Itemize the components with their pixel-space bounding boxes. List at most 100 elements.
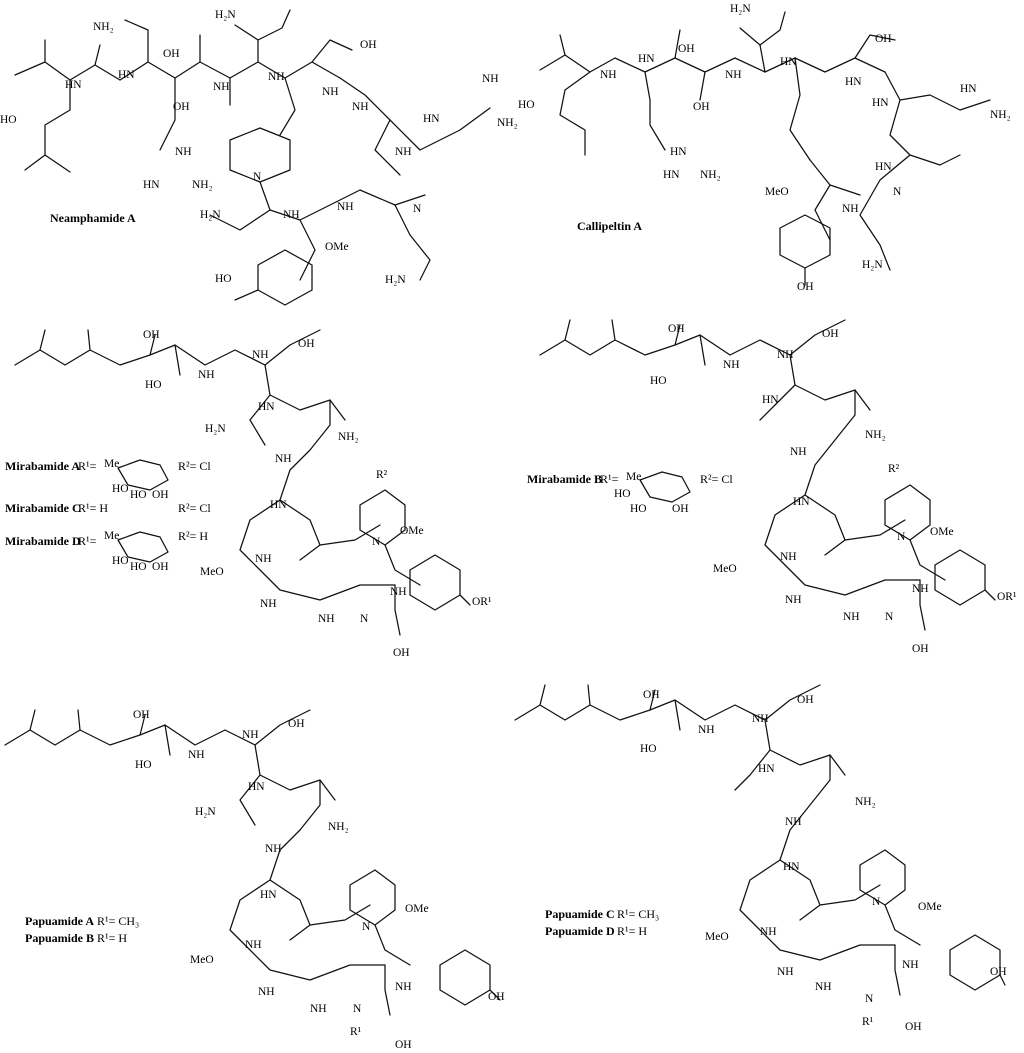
papu2-hn-2: HN [783,861,800,873]
sugar-mirabamide-a: Me HO HO OH [104,458,169,501]
call-nh-1: NH [600,69,617,81]
mirabamide-b-structure: NH OH HO NH OH HN NH₂ NH R² HN N OMe NH … [539,319,1017,655]
call-hn-2: HN [780,56,797,68]
papu2-ho-1: HO [640,743,657,755]
neam-nh-2: NH [175,146,192,158]
mira2-nh-2: NH [777,349,794,361]
neam-hn-3: HN [143,179,160,191]
papu1-ho-1: HO [135,759,152,771]
mira2-n-2: N [885,611,894,623]
sugar-b-oh: OH [672,503,689,515]
papu2-oh-3: OH [990,966,1007,978]
papu1-nh-3: NH [265,843,282,855]
mira2-oh-3: OH [912,643,929,655]
call-hn-7: HN [663,169,680,181]
mirabamide-d-r2: R²= H [178,529,208,543]
neam-ome: OMe [325,241,349,253]
papu1-oh-3: OH [488,991,505,1003]
mira2-nh2: NH₂ [865,429,886,441]
mira2-nh-4: NH [780,551,797,563]
papu1-oh-2: OH [288,718,305,730]
call-oh-4: OH [797,281,814,293]
call-nh-2: NH [725,69,742,81]
mira2-ho-1: HO [650,375,667,387]
papu2-oh-1: OH [643,689,660,701]
mira1-nh-7: NH [318,613,335,625]
neam-oh-1: OH [163,48,180,60]
mira2-n-1: N [897,531,906,543]
mira2-nh-1: NH [723,359,740,371]
papu2-n-2: N [865,993,874,1005]
mira2-nh-3: NH [790,446,807,458]
call-nh2-2: NH₂ [700,169,721,181]
mira2-ome: OMe [930,526,954,538]
neam-nh2-2: NH₂ [192,179,213,191]
callipeltin-a-label: Callipeltin A [577,219,642,233]
call-nh-3: NH [842,203,859,215]
papuamide-b-label: Papuamide B [25,931,94,945]
mira1-oh-1: OH [143,329,160,341]
neam-n-1: N [253,171,262,183]
call-hn-5: HN [960,83,977,95]
call-n-1: N [893,186,902,198]
sugar-a-oh: OH [152,489,169,501]
neam-nh2-3: NH₂ [497,117,518,129]
papu2-nh-1: NH [698,724,715,736]
papu2-oh-4: OH [905,1021,922,1033]
papu2-nh-2: NH [752,713,769,725]
papu2-r1: R¹ [862,1016,874,1028]
papu1-oh-4: OH [395,1039,412,1051]
papu2-nh2: NH₂ [855,796,876,808]
papuamide-b-r1: R¹= H [97,931,127,945]
mira1-r2: R² [376,469,388,481]
mira1-h2n: H₂N [205,423,226,435]
mirabamide-a-r2: R²= Cl [178,459,211,473]
papuamide-ab-structure: NH OH HO NH OH HN H₂N NH₂ NH HN N OMe NH… [4,709,505,1051]
papuamide-d-r1: R¹= H [617,924,647,938]
papu2-ome: OMe [918,901,942,913]
papu1-n-2: N [353,1003,362,1015]
papu2-nh-5: NH [902,959,919,971]
callipeltin-a-structure: H₂N NH HO HN OH OH NH HN HN OH HN HN NH₂… [518,3,1011,293]
mirabamide-a-r1: R¹= [78,459,97,473]
mira1-hn-1: HN [258,401,275,413]
mira1-nh2: NH₂ [338,431,359,443]
neam-nh-9: NH [337,201,354,213]
mira2-or1: OR¹ [997,591,1017,603]
neam-hn-2: HN [118,69,135,81]
sugar-b-ho-2: HO [630,503,647,515]
mirabamide-a-label: Mirabamide A [5,459,80,473]
neam-h2n-2: H₂N [200,209,221,221]
papu1-nh-5: NH [395,981,412,993]
papu1-n-1: N [362,921,371,933]
sugar-mirabamide-b: Me HO HO OH [614,471,691,515]
mirabamide-acd-labels: Mirabamide A R¹= R²= Cl Mirabamide C R¹=… [5,459,211,548]
papuamide-d-label: Papuamide D [545,924,615,938]
sugar-d-oh: OH [152,561,169,573]
mira2-nh-7: NH [843,611,860,623]
mirabamide-b-labels: Mirabamide B R¹= R²= Cl [527,472,733,486]
mirabamide-c-r2: R²= Cl [178,501,211,515]
call-nh2-1: NH₂ [990,109,1011,121]
neam-nh-6: NH [482,73,499,85]
mira1-n-1: N [372,536,381,548]
neam-nh-8: NH [283,209,300,221]
papu2-nh-6: NH [777,966,794,978]
neam-nh-1: NH [213,81,230,93]
neam-nh-7: NH [395,146,412,158]
mira1-meo: MeO [200,566,224,578]
mira1-nh-3: NH [275,453,292,465]
call-ho-1: HO [518,99,535,111]
papu1-oh-1: OH [133,709,150,721]
papu1-ome: OMe [405,903,429,915]
neam-oh-2: OH [173,101,190,113]
neamphamide-a-label: Neamphamide A [50,211,136,225]
call-meo: MeO [765,186,789,198]
sugar-mirabamide-d: Me HO HO OH [104,530,169,573]
mira1-n-2: N [360,613,369,625]
call-h2n-2: H₂N [862,259,883,271]
mira2-oh-1: OH [668,323,685,335]
neam-h2n-1: H₂N [215,9,236,21]
papu2-nh-7: NH [815,981,832,993]
